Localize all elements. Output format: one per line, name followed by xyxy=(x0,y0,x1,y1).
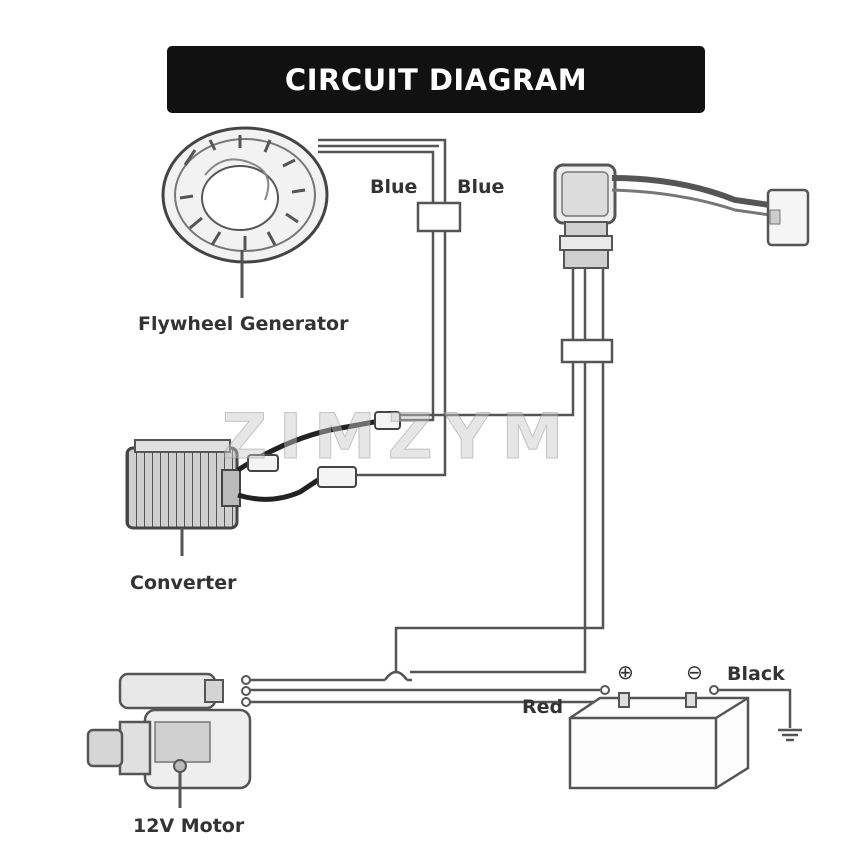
page-title: CIRCUIT DIAGRAM xyxy=(284,62,588,97)
red-terminal-dot xyxy=(600,685,610,695)
motor-wires xyxy=(250,670,600,704)
label-red: Red xyxy=(522,696,564,718)
blue-wire-connector xyxy=(416,201,462,233)
label-black: Black xyxy=(727,663,785,685)
blue-wires xyxy=(318,138,447,477)
positive-terminal-icon: ⊕ xyxy=(617,660,634,684)
flywheel-generator xyxy=(161,126,329,264)
ignition-switch xyxy=(553,163,810,269)
label-blue-right: Blue xyxy=(457,176,505,198)
label-converter: Converter xyxy=(130,572,237,594)
converter-plug-top xyxy=(374,411,401,430)
switch-wire-connector xyxy=(560,338,614,364)
black-terminal-dot xyxy=(709,685,719,695)
watermark: ZIMZYM xyxy=(221,400,576,474)
label-blue-left: Blue xyxy=(370,176,418,198)
ground-wire xyxy=(718,688,802,742)
label-12v-motor: 12V Motor xyxy=(133,815,245,837)
converter xyxy=(125,439,241,530)
motor-terminals xyxy=(241,675,251,707)
label-flywheel-generator: Flywheel Generator xyxy=(138,313,349,335)
converter-plug-bottom xyxy=(317,466,357,488)
switch-wires xyxy=(394,268,605,674)
negative-terminal-icon: ⊖ xyxy=(686,660,703,684)
converter-plug-left xyxy=(247,454,279,472)
battery xyxy=(568,692,750,790)
title-banner: CIRCUIT DIAGRAM xyxy=(167,46,705,113)
starter-motor xyxy=(86,672,252,790)
